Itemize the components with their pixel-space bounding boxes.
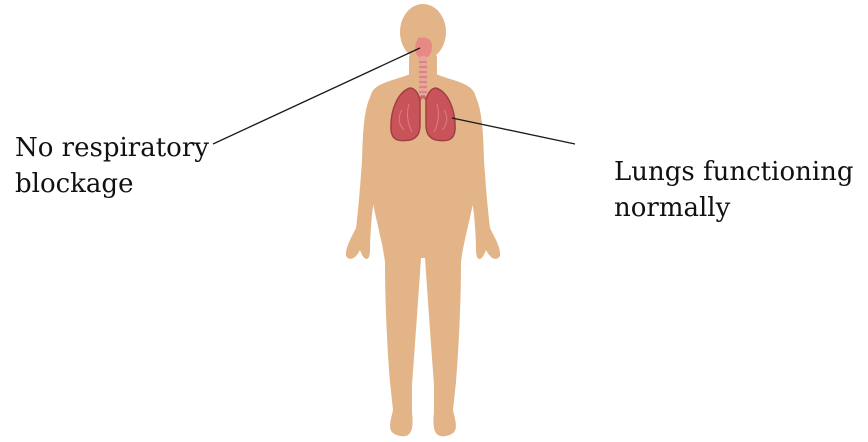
right-arm [464,88,500,259]
label-lungs: Lungs functioning normally [614,154,854,226]
label-respiratory: No respiratory blockage [15,130,209,202]
left-arm [346,88,382,259]
label-respiratory-line-1: No respiratory [15,130,209,166]
label-lungs-line-1: Lungs functioning [614,154,854,190]
torso-and-legs [367,74,479,436]
label-lungs-line-2: normally [614,190,854,226]
label-respiratory-line-2: blockage [15,166,209,202]
